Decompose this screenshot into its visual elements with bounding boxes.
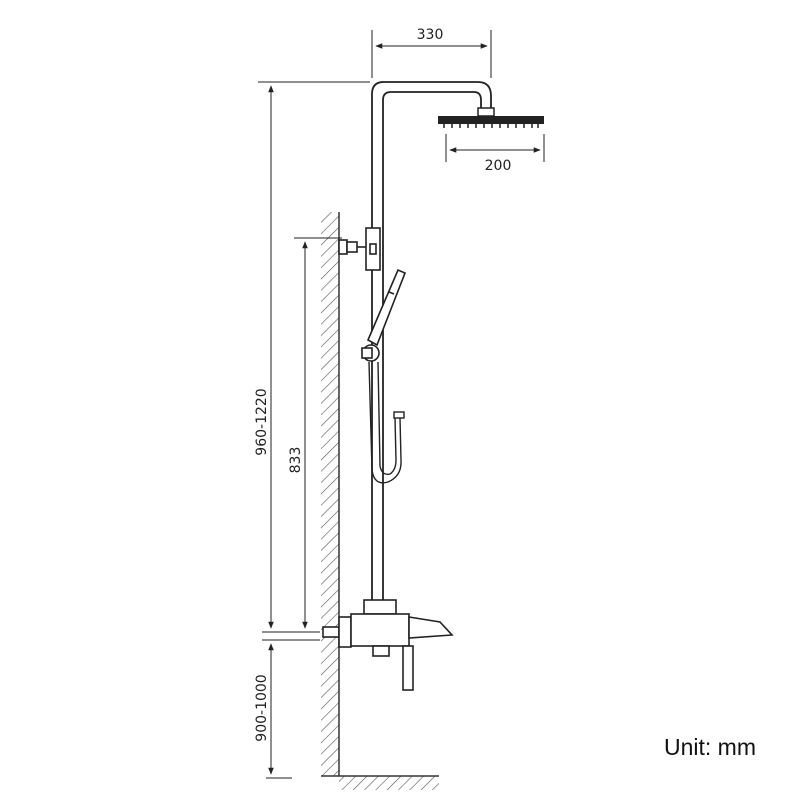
rain-shower-head [438,107,544,128]
floor [321,775,439,790]
dimension-head-diameter [445,134,545,162]
arm-reach-label: 330 [417,27,444,43]
mixer-height-label: 900-1000 [254,674,270,741]
shower-hose [368,361,405,484]
unit-label: Unit: mm [664,734,756,760]
wall [321,212,340,776]
mixer-valve [322,599,454,691]
riser-pipe [371,81,492,600]
dimension-mixer-height [262,639,320,779]
head-diameter-label: 200 [485,158,512,174]
bracket-height-label: 833 [288,447,304,474]
total-height-label: 960-1220 [254,388,270,455]
hand-shower [361,268,407,362]
dimension-bracket-height [294,237,342,633]
wall-bracket [338,227,381,271]
dimension-arm-reach [371,30,492,78]
dimension-total-height [258,81,370,633]
